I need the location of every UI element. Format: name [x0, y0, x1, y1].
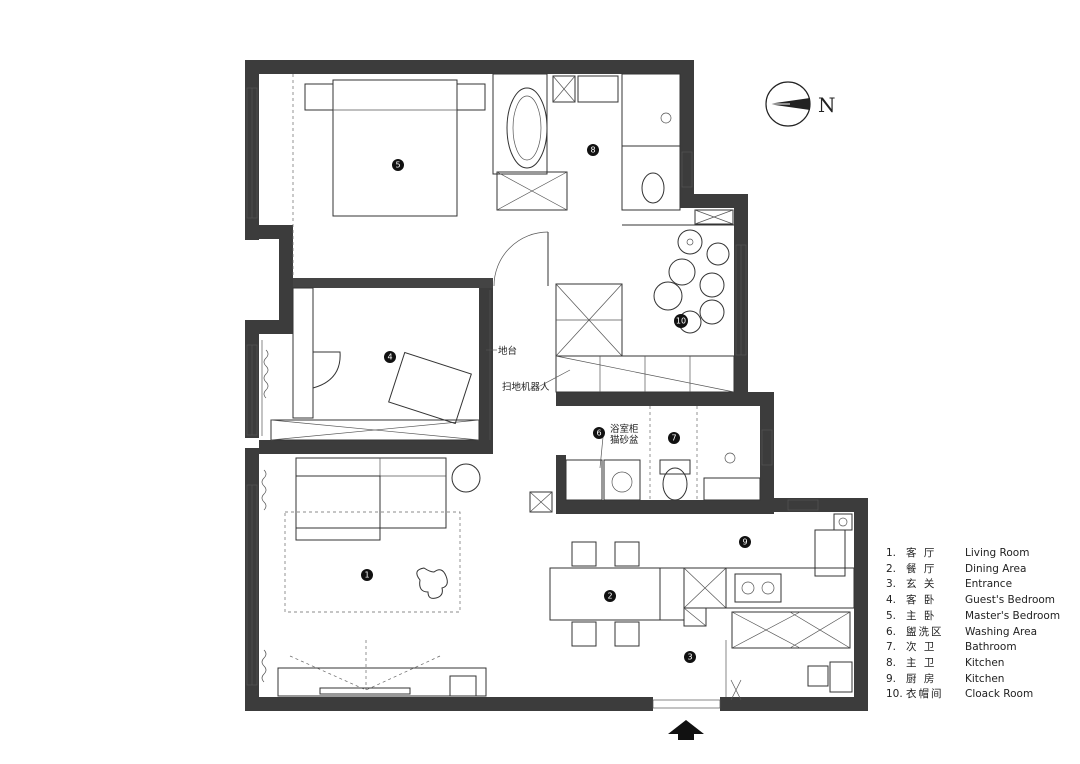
north-compass-icon	[765, 81, 811, 127]
legend-row: 8. 主 卫 Kitchen	[886, 656, 1060, 672]
legend-number: 10.	[886, 688, 903, 701]
svg-text:10: 10	[676, 317, 686, 326]
legend-row: 10.衣帽间 Cloack Room	[886, 687, 1060, 703]
legend-chinese: 厨 房	[906, 672, 937, 685]
north-label: N	[818, 93, 836, 117]
litter-basin-label: 猫砂盆	[610, 434, 639, 446]
room-marker-8: 8	[587, 144, 599, 156]
legend-english: Kitchen	[965, 672, 1005, 685]
room-marker-7: 7	[668, 432, 680, 444]
svg-text:8: 8	[590, 146, 595, 155]
entrance-arrow-icon	[668, 720, 704, 740]
svg-text:7: 7	[671, 434, 676, 443]
room-marker-5: 5	[392, 159, 404, 171]
legend-english: Entrance	[965, 578, 1013, 591]
room-marker-3: 3	[684, 651, 696, 663]
living-room	[261, 457, 487, 697]
legend-number: 8.	[886, 656, 897, 669]
legend-row: 4. 客 卧 Guest's Bedroom	[886, 593, 1060, 609]
legend-row: 9. 厨 房 Kitchen	[886, 672, 1060, 688]
room-marker-9: 9	[739, 536, 751, 548]
balcony-label: 地台	[498, 345, 517, 357]
master-bedroom	[292, 74, 486, 278]
legend-chinese: 主 卫	[906, 656, 937, 669]
legend-chinese: 盥洗区	[906, 625, 944, 638]
legend-chinese: 次 卫	[906, 641, 937, 654]
legend-chinese: 衣帽间	[906, 688, 944, 701]
bath-cabinet-label: 浴室柜	[610, 423, 639, 435]
legend-number: 2.	[886, 562, 897, 575]
legend-number: 6.	[886, 625, 897, 638]
legend-english: Living Room	[965, 547, 1030, 559]
svg-text:4: 4	[387, 353, 392, 362]
legend-number: 7.	[886, 641, 897, 654]
legend-english: Cloack Room	[965, 688, 1034, 701]
legend-row: 2. 餐 厅 Dining Area	[886, 562, 1060, 578]
legend-chinese: 客 厅	[906, 547, 937, 559]
legend-chinese: 主 卧	[906, 609, 937, 622]
legend-english: Master's Bedroom	[965, 609, 1061, 622]
room-marker-6: 6	[593, 427, 605, 439]
svg-text:9: 9	[742, 538, 747, 547]
robot-vacuum-label: 扫地机器人	[502, 381, 550, 393]
legend-english: Dining Area	[965, 562, 1027, 575]
windows	[246, 87, 819, 709]
legend-row: 1. 客 厅 Living Room	[886, 546, 1060, 562]
cloak-room	[555, 229, 735, 393]
doors	[493, 231, 742, 701]
legend-number: 3.	[886, 578, 897, 591]
legend-chinese: 玄 关	[906, 578, 937, 591]
legend-number: 9.	[886, 672, 897, 685]
svg-text:5: 5	[395, 161, 400, 170]
legend-english: Kitchen	[965, 656, 1005, 669]
legend-english: Washing Area	[965, 625, 1038, 638]
legend-row: 6. 盥洗区 Washing Area	[886, 625, 1060, 641]
svg-text:2: 2	[607, 592, 612, 601]
guest-bedroom	[261, 287, 491, 441]
room-marker-2: 2	[604, 590, 616, 602]
room-legend: 1. 客 厅 Living Room 2. 餐 厅 Dining Area 3. 玄 关 E…	[886, 546, 1060, 703]
legend-number: 1.	[886, 547, 897, 559]
annotation-leaders	[486, 349, 604, 469]
svg-text:6: 6	[596, 429, 601, 438]
legend-number: 4.	[886, 594, 897, 607]
svg-text:3: 3	[687, 653, 692, 662]
legend-english: Bathroom	[965, 641, 1017, 654]
legend-row: 7. 次 卫 Bathroom	[886, 640, 1060, 656]
legend-number: 5.	[886, 609, 897, 622]
legend-row: 5. 主 卧 Master's Bedroom	[886, 609, 1060, 625]
room-marker-4: 4	[384, 351, 396, 363]
washing-and-bath	[529, 406, 761, 513]
legend-english: Guest's Bedroom	[965, 594, 1056, 607]
master-bath	[492, 73, 734, 226]
legend-row: 3. 玄 关 Entrance	[886, 577, 1060, 593]
legend-chinese: 客 卧	[906, 594, 937, 607]
legend-chinese: 餐 厅	[906, 562, 937, 575]
room-marker-1: 1	[361, 569, 373, 581]
dining-area	[549, 541, 727, 647]
svg-text:1: 1	[364, 571, 369, 580]
kitchen	[725, 513, 855, 697]
room-marker-10: 10	[674, 314, 688, 328]
